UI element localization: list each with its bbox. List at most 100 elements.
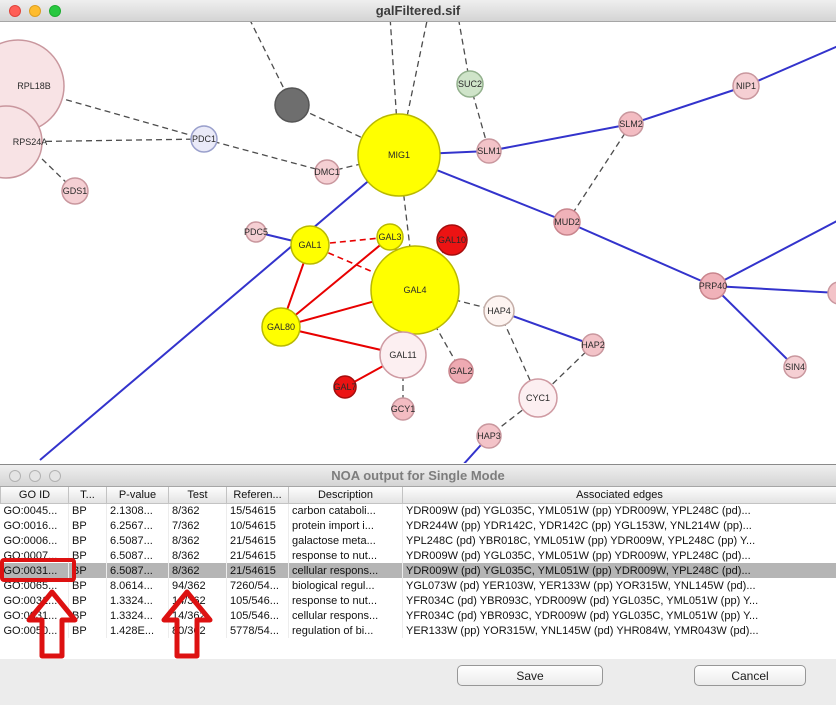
cell-description: galactose meta... — [289, 533, 403, 548]
network-node-label: MUD2 — [554, 217, 580, 227]
cell-description: cellular respons... — [289, 608, 403, 623]
minimize-button[interactable] — [29, 470, 41, 482]
cell-edges: YFR034C (pd) YBR093C, YDR009W (pd) YGL03… — [403, 593, 836, 608]
cell-test: 14/362 — [169, 593, 227, 608]
network-edge — [713, 210, 836, 286]
cell-test: 94/362 — [169, 578, 227, 593]
network-node-label: PRP40 — [699, 281, 728, 291]
cell-go-id: GO:0045... — [1, 503, 69, 518]
column-header-edges[interactable]: Associated edges — [403, 487, 836, 503]
cancel-button[interactable]: Cancel — [694, 665, 806, 686]
cell-edges: YGL073W (pd) YER103W, YER133W (pp) YOR31… — [403, 578, 836, 593]
network-edge — [567, 124, 631, 222]
cell-edges: YFR034C (pd) YBR093C, YDR009W (pd) YGL03… — [403, 608, 836, 623]
cell-p-value: 6.5087... — [107, 563, 169, 578]
zoom-button[interactable] — [49, 470, 61, 482]
network-node-label: GAL11 — [389, 350, 416, 360]
cell-edges: YER133W (pp) YOR315W, YNL145W (pd) YHR08… — [403, 623, 836, 638]
network-window-titlebar: galFiltered.sif — [0, 0, 836, 22]
network-edge — [567, 222, 713, 286]
cell-p-value: 1.428E... — [107, 623, 169, 638]
cell-test: 8/362 — [169, 563, 227, 578]
cell-type: BP — [69, 593, 107, 608]
network-node-label: SLM2 — [619, 119, 643, 129]
cell-edges: YDR244W (pp) YDR142C, YDR142C (pp) YGL15… — [403, 518, 836, 533]
cell-reference: 21/54615 — [227, 533, 289, 548]
cell-description: protein import i... — [289, 518, 403, 533]
network-node-label: PDC1 — [192, 134, 216, 144]
cell-p-value: 1.3324... — [107, 608, 169, 623]
network-node-label: GDS1 — [63, 186, 88, 196]
cell-type: BP — [69, 548, 107, 563]
network-node-unlabeled[interactable] — [275, 88, 309, 122]
cell-description: regulation of bi... — [289, 623, 403, 638]
network-node-label: GAL10 — [438, 235, 466, 245]
column-header-go-id[interactable]: GO ID — [1, 487, 69, 503]
window-controls — [9, 5, 61, 17]
cell-go-id: GO:0031... — [1, 608, 69, 623]
cell-type: BP — [69, 578, 107, 593]
network-node-label: SUC2 — [458, 79, 482, 89]
cell-type: BP — [69, 518, 107, 533]
zoom-button[interactable] — [49, 5, 61, 17]
cell-p-value: 1.3324... — [107, 593, 169, 608]
network-node-label: HAP4 — [487, 306, 511, 316]
cell-type: BP — [69, 563, 107, 578]
cell-type: BP — [69, 503, 107, 518]
network-node-label: GCY1 — [391, 404, 416, 414]
network-window-title: galFiltered.sif — [376, 3, 461, 18]
cell-p-value: 2.1308... — [107, 503, 169, 518]
column-header-reference[interactable]: Referen... — [227, 487, 289, 503]
close-button[interactable] — [9, 5, 21, 17]
cell-type: BP — [69, 533, 107, 548]
network-edge — [204, 139, 327, 172]
cell-reference: 7260/54... — [227, 578, 289, 593]
network-node-label: RPL18B — [17, 81, 51, 91]
cell-test: 8/362 — [169, 548, 227, 563]
cell-edges: YDR009W (pd) YGL035C, YML051W (pp) YDR00… — [403, 503, 836, 518]
cell-description: cellular respons... — [289, 563, 403, 578]
cell-go-id: GO:0031... — [1, 563, 69, 578]
cell-reference: 105/546... — [227, 593, 289, 608]
cell-description: biological regul... — [289, 578, 403, 593]
column-header-type[interactable]: T... — [69, 487, 107, 503]
column-header-p-value[interactable]: P-value — [107, 487, 169, 503]
cell-go-id: GO:0007... — [1, 548, 69, 563]
cell-edges: YDR009W (pd) YGL035C, YML051W (pp) YDR00… — [403, 563, 836, 578]
cell-go-id: GO:0065... — [1, 578, 69, 593]
cell-description: response to nut... — [289, 548, 403, 563]
column-header-description[interactable]: Description — [289, 487, 403, 503]
network-node-unlabeled[interactable] — [828, 282, 836, 304]
cell-test: 8/362 — [169, 533, 227, 548]
network-edge — [713, 286, 836, 293]
cell-go-id: GO:0016... — [1, 518, 69, 533]
column-header-test[interactable]: Test — [169, 487, 227, 503]
window-controls — [9, 470, 61, 482]
cell-description: carbon cataboli... — [289, 503, 403, 518]
network-edge — [713, 286, 795, 367]
minimize-button[interactable] — [29, 5, 41, 17]
save-button[interactable]: Save — [457, 665, 603, 686]
network-node-label: GAL2 — [449, 366, 472, 376]
cell-reference: 105/546... — [227, 608, 289, 623]
network-edge — [40, 155, 399, 460]
cell-type: BP — [69, 608, 107, 623]
cell-p-value: 6.5087... — [107, 533, 169, 548]
cell-edges: YPL248C (pd) YBR018C, YML051W (pp) YDR00… — [403, 533, 836, 548]
cell-go-id: GO:0031... — [1, 593, 69, 608]
cell-description: response to nut... — [289, 593, 403, 608]
network-node-label: GAL3 — [378, 232, 401, 242]
close-button[interactable] — [9, 470, 21, 482]
